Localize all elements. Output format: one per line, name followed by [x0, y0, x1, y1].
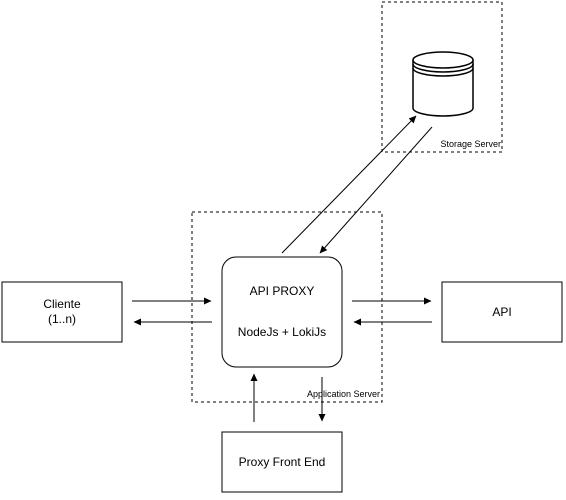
connectors — [132, 115, 433, 422]
api-proxy-subtitle: NodeJs + LokiJs — [238, 325, 326, 339]
api-proxy-title: API PROXY — [250, 284, 315, 298]
api-label: API — [492, 305, 511, 319]
api-box — [441, 281, 563, 343]
api-node[interactable]: API — [441, 281, 563, 343]
api-proxy-box — [221, 256, 343, 368]
storage-server-group: Storage Server — [381, 1, 503, 153]
application-server-group: Application Server — [191, 211, 383, 403]
cliente-node[interactable]: Cliente (1..n) — [1, 281, 123, 343]
cliente-label: Cliente — [43, 297, 81, 311]
arrow-storage-to-proxy — [319, 126, 433, 254]
api-proxy-node[interactable]: API PROXY NodeJs + LokiJs — [221, 256, 343, 368]
proxy-front-end-label: Proxy Front End — [239, 455, 326, 469]
storage-server-boundary — [381, 1, 503, 153]
proxy-front-end-box — [221, 431, 343, 493]
storage-server-label: Storage Server — [440, 139, 501, 149]
arrow-proxy-to-storage — [281, 115, 417, 254]
cliente-box — [1, 281, 123, 343]
database-icon — [412, 51, 474, 117]
application-server-label: Application Server — [307, 389, 380, 399]
cliente-sublabel: (1..n) — [48, 312, 76, 326]
proxy-front-end-node[interactable]: Proxy Front End — [221, 431, 343, 493]
application-server-boundary — [191, 211, 383, 403]
